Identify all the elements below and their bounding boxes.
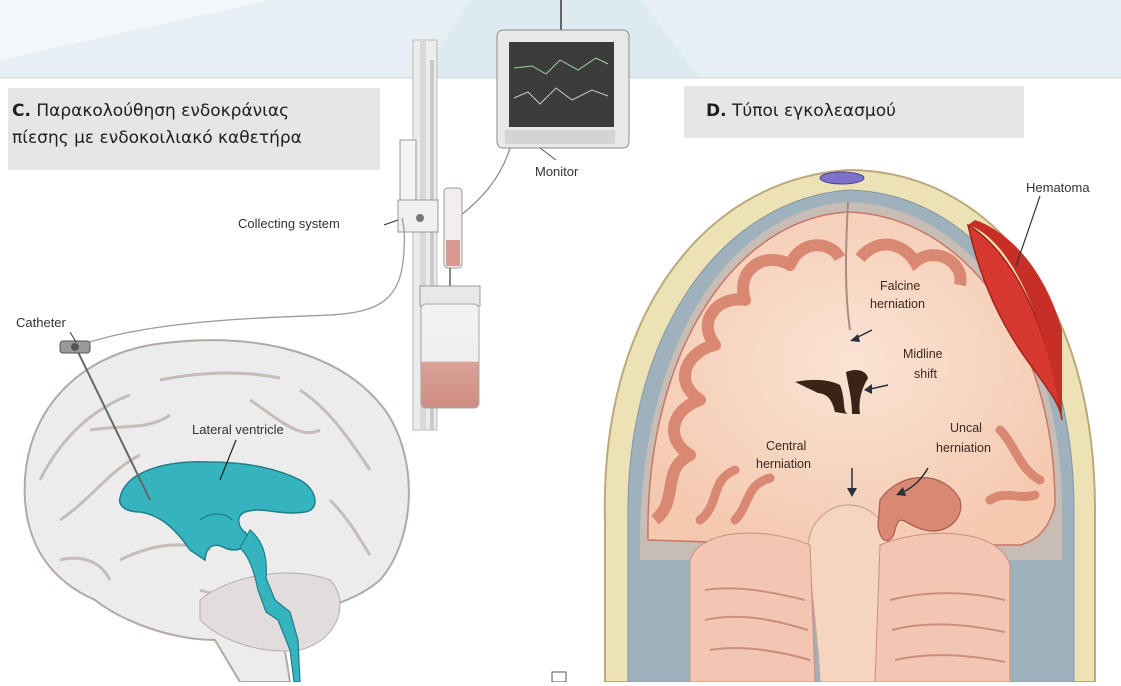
panel-d-letter: D. bbox=[706, 101, 727, 121]
cerebellum-left bbox=[690, 533, 815, 682]
uncal-label-line1: Uncal bbox=[950, 421, 982, 435]
midline-label-line1: Midline bbox=[903, 347, 943, 361]
panel-c-title-line1: Παρακολούθηση ενδοκράνιας bbox=[36, 101, 289, 121]
catheter-label: Catheter bbox=[16, 315, 67, 330]
falcine-label-line1: Falcine bbox=[880, 279, 920, 293]
panel-c-letter: C. bbox=[12, 101, 31, 121]
anchor-marker bbox=[552, 672, 566, 682]
monitor-label: Monitor bbox=[535, 164, 579, 179]
lateral-ventricle-label: Lateral ventricle bbox=[192, 422, 284, 437]
central-label-line1: Central bbox=[766, 439, 806, 453]
panel-d-title-text: Τύποι εγκολεασμού bbox=[732, 101, 896, 121]
coronal-head bbox=[605, 170, 1095, 682]
central-label-line2: herniation bbox=[756, 457, 811, 471]
falcine-label-line2: herniation bbox=[870, 297, 925, 311]
panel-c-title-line2: πίεσης με ενδοκοιλιακό καθετήρα bbox=[12, 125, 380, 152]
collecting-system-label: Collecting system bbox=[238, 216, 340, 231]
hematoma-label: Hematoma bbox=[1026, 180, 1090, 195]
panel-d-title: D. Τύποι εγκολεασμού bbox=[684, 86, 1024, 138]
drainage-bag bbox=[420, 268, 480, 408]
uncal-label-line2: herniation bbox=[936, 441, 991, 455]
panel-c-title: C. Παρακολούθηση ενδοκράνιας πίεσης με ε… bbox=[8, 88, 380, 170]
midline-label-line2: shift bbox=[914, 367, 937, 381]
drain-tubing bbox=[78, 218, 404, 346]
monitor-screen bbox=[509, 42, 614, 127]
superior-sinus bbox=[820, 172, 864, 184]
